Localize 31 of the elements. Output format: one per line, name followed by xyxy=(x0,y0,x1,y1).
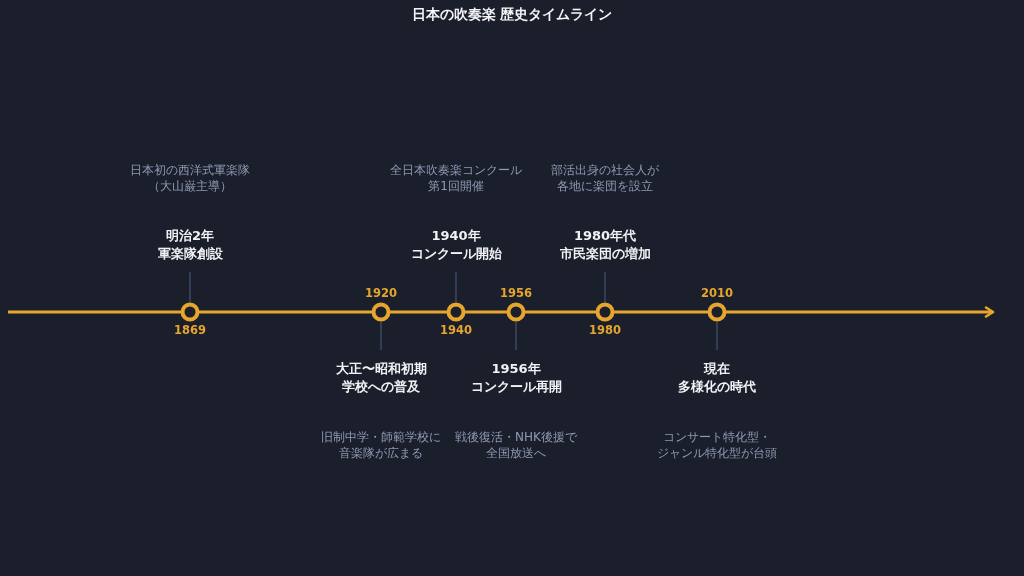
event-title: 1980年代市民楽団の増加 xyxy=(559,227,651,263)
event-title: 1956年コンクール再開 xyxy=(470,360,562,396)
event-description: 全日本吹奏楽コンクール第1回開催 xyxy=(390,162,522,194)
event-description: 旧制中学・師範学校に音楽隊が広まる xyxy=(321,429,441,461)
leader-line xyxy=(716,321,718,351)
event-title: 明治2年軍楽隊創設 xyxy=(157,227,223,263)
event-title: 現在多様化の時代 xyxy=(678,360,756,396)
leader-line xyxy=(380,321,382,351)
event-description: 部活出身の社会人が各地に楽団を設立 xyxy=(551,162,659,194)
event-description: 戦後復活・NHK後援で全国放送へ xyxy=(455,429,577,461)
timeline-marker xyxy=(707,302,727,322)
year-label: 1980 xyxy=(589,323,621,337)
leader-line xyxy=(455,271,457,303)
year-label: 1940 xyxy=(440,323,472,337)
event-description: コンサート特化型・ジャンル特化型が台頭 xyxy=(657,429,777,461)
leader-line xyxy=(515,321,517,351)
leader-line xyxy=(189,271,191,303)
timeline-marker xyxy=(371,302,391,322)
leader-line xyxy=(604,271,606,303)
timeline-marker xyxy=(595,302,615,322)
timeline-marker xyxy=(180,302,200,322)
timeline-marker xyxy=(506,302,526,322)
year-label: 1920 xyxy=(365,286,397,300)
timeline-marker xyxy=(446,302,466,322)
event-description: 日本初の西洋式軍楽隊（大山巌主導） xyxy=(130,162,250,194)
year-label: 1956 xyxy=(500,286,532,300)
diagram-title: 日本の吹奏楽 歴史タイムライン xyxy=(411,5,613,23)
event-title: 1940年コンクール開始 xyxy=(410,227,502,263)
event-title: 大正〜昭和初期学校への普及 xyxy=(335,360,427,396)
year-label: 1869 xyxy=(174,323,206,337)
year-label: 2010 xyxy=(701,286,733,300)
